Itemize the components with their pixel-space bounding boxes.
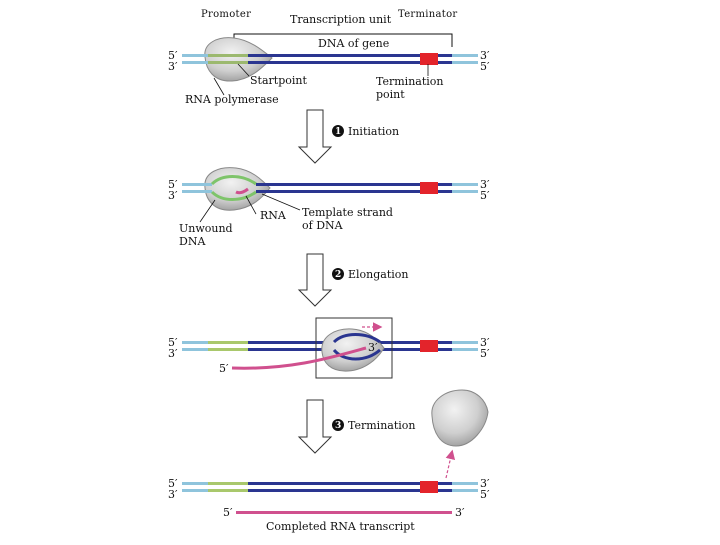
dna-double-helix-2: [182, 175, 478, 201]
dna-double-helix-3: [182, 340, 478, 352]
template-strand-pointer: [261, 193, 301, 211]
three-prime-top-4: 3′: [480, 477, 490, 490]
terminator-region: [420, 481, 438, 493]
panel-promoter-overview: Promoter Terminator Transcription unit D…: [168, 9, 490, 106]
unwound-dna-label-2: DNA: [179, 235, 206, 248]
five-prime-top-4: 5′: [168, 477, 178, 490]
nascent-rna: [235, 187, 249, 195]
three-prime-top-1: 3′: [480, 49, 490, 62]
terminator-region: [420, 53, 438, 65]
panel-elongation: 3′ 5′ 3′ 3′ 5′ 5′: [168, 317, 490, 379]
rna-polymerase-pointer: [213, 77, 225, 96]
three-prime-bottom-2: 3′: [168, 189, 178, 202]
template-strand-label-2: of DNA: [302, 219, 344, 232]
rna-five-prime-end: 5′: [223, 506, 233, 519]
five-prime-bottom-1: 5′: [480, 60, 490, 73]
five-prime-bottom-3: 5′: [480, 347, 490, 360]
down-arrow-icon: [297, 253, 333, 307]
rna-five-prime-end: 5′: [219, 362, 229, 375]
step-termination: 3 Termination: [297, 399, 416, 454]
completed-rna-strand: [236, 511, 452, 514]
three-prime-top-3: 3′: [480, 336, 490, 349]
step-number: 2: [335, 270, 341, 280]
terminator-region: [420, 340, 438, 352]
completed-rna-label: Completed RNA transcript: [266, 520, 415, 533]
step-label: Initiation: [348, 125, 399, 138]
step-number: 1: [335, 127, 341, 137]
promoter-label: Promoter: [201, 9, 251, 20]
step-label: Termination: [348, 419, 416, 432]
rna-label: RNA: [260, 209, 287, 222]
five-prime-top-3: 5′: [168, 336, 178, 349]
panel-initiation: 5′ 3′ 3′ 5′ RNA Template strand of DNA U…: [168, 167, 490, 248]
three-prime-bottom-4: 3′: [168, 488, 178, 501]
dna-double-helix-4: [182, 481, 478, 493]
unwound-dna-label-1: Unwound: [179, 222, 233, 235]
five-prime-bottom-4: 5′: [480, 488, 490, 501]
unwound-dna-pointer: [199, 199, 216, 223]
panel-termination: 5′ 3′ 3′ 5′ 5′ 3′ Completed RNA transcri…: [168, 477, 490, 533]
startpoint-pointer: [237, 63, 250, 77]
growing-rna: [231, 346, 367, 370]
step-initiation: 1 Initiation: [297, 109, 399, 164]
three-prime-top-2: 3′: [480, 178, 490, 191]
released-rna-polymerase: [431, 389, 489, 447]
termination-point-label-2: point: [376, 88, 405, 101]
startpoint-label: Startpoint: [250, 74, 307, 87]
five-prime-top-1: 5′: [168, 49, 178, 62]
three-prime-bottom-3: 3′: [168, 347, 178, 360]
rna-polymerase-shape: [204, 167, 271, 211]
step-number-badge: [332, 268, 344, 280]
rna-polymerase-label: RNA polymerase: [185, 93, 279, 106]
transcription-unit-label: Transcription unit: [290, 13, 392, 26]
terminator-region: [420, 182, 438, 194]
step-elongation: 2 Elongation: [297, 253, 409, 307]
release-arrow-icon: [445, 449, 456, 479]
three-prime-bottom-1: 3′: [168, 60, 178, 73]
down-arrow-icon: [297, 109, 333, 164]
rna-three-prime-end: 3′: [368, 341, 378, 354]
termination-point-label-1: Termination: [376, 75, 444, 88]
rna-polymerase-shape: [204, 37, 273, 82]
rna-three-prime-end: 3′: [455, 506, 465, 519]
step-number: 3: [335, 421, 341, 431]
elongation-complex-inset: [315, 317, 393, 379]
dna-of-gene-label: DNA of gene: [318, 37, 389, 50]
step-label: Elongation: [348, 268, 409, 281]
down-arrow-icon: [297, 399, 333, 454]
five-prime-top-2: 5′: [168, 178, 178, 191]
terminator-label: Terminator: [398, 9, 458, 20]
step-number-badge: [332, 125, 344, 137]
rna-pointer: [245, 195, 257, 215]
five-prime-bottom-2: 5′: [480, 189, 490, 202]
step-number-badge: [332, 419, 344, 431]
template-strand-label-1: Template strand: [302, 206, 393, 219]
dna-double-helix-1: [182, 53, 478, 65]
